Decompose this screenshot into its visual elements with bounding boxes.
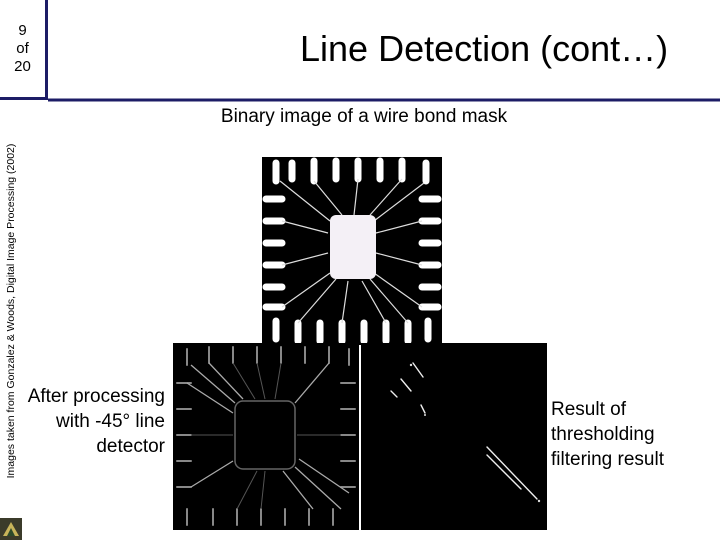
right-image-caption: Result of thresholding filtering result <box>551 399 664 470</box>
slide-title: Line Detection (cont…) <box>300 28 669 69</box>
line-detector-result-image <box>173 343 359 530</box>
wire-bond-mask-image <box>262 157 442 345</box>
page-total: 20 <box>14 57 31 75</box>
header-rule <box>48 98 720 102</box>
threshold-result-image <box>361 343 547 530</box>
page-number: 9 <box>18 21 27 39</box>
left-image-caption: After processing with -45° line detector <box>27 386 165 457</box>
image-credit: Images taken from Gonzalez & Woods, Digi… <box>0 105 22 517</box>
top-image-caption: Binary image of a wire bond mask <box>220 106 508 127</box>
page-of: of <box>16 39 29 57</box>
page-counter: 9 of 20 <box>0 0 48 100</box>
university-logo-icon <box>0 518 22 540</box>
image-credit-text: Images taken from Gonzalez & Woods, Digi… <box>5 143 17 479</box>
